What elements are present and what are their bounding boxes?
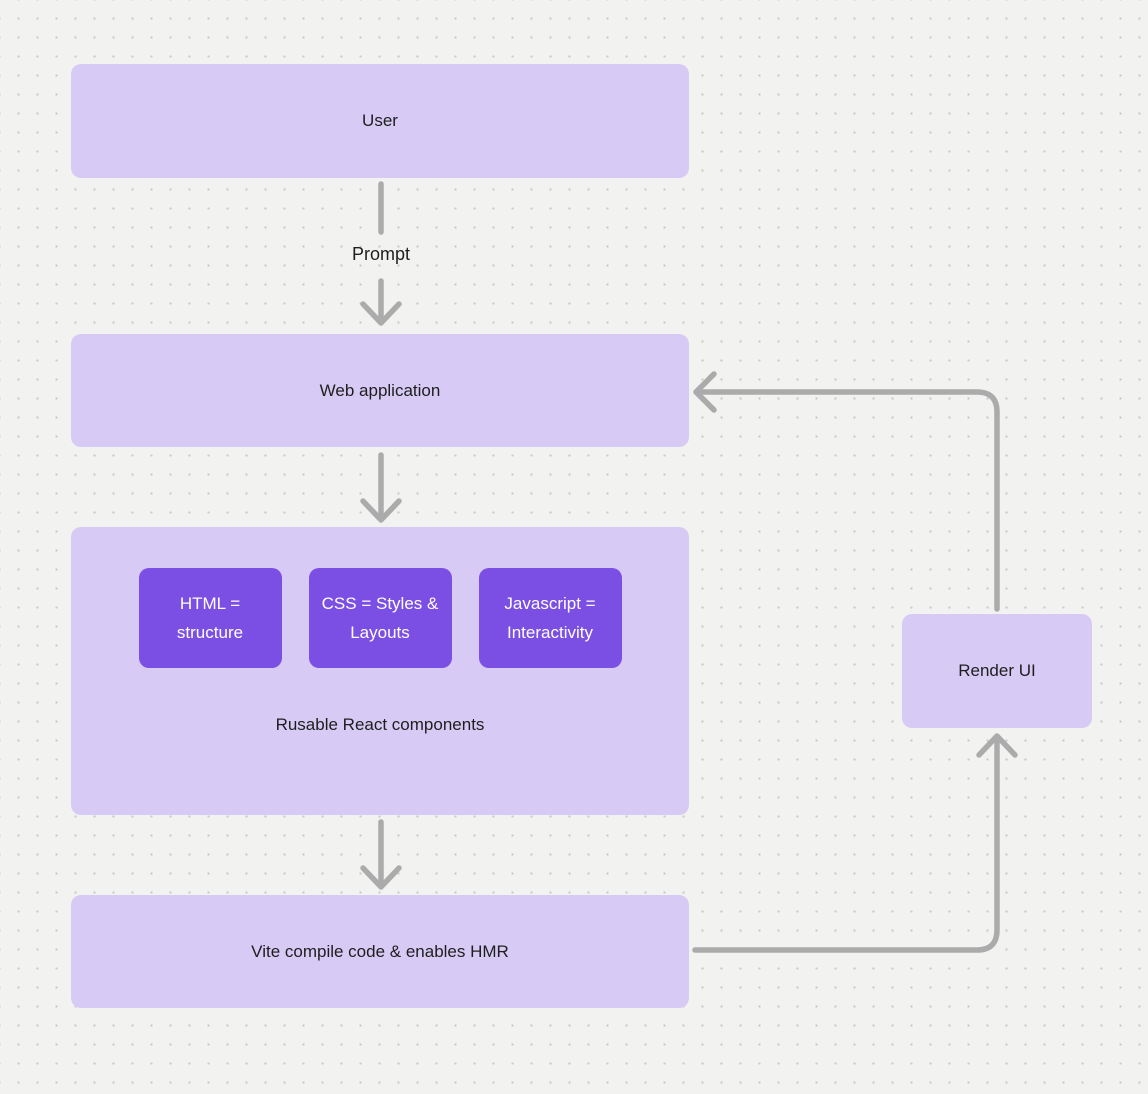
node-vite: Vite compile code & enables HMR [71, 895, 689, 1008]
node-user-label: User [362, 111, 398, 130]
arrowhead-down-vite [360, 865, 402, 890]
node-render-ui: Render UI [902, 614, 1092, 728]
arrowhead-left-webapp [693, 371, 717, 413]
node-html-label: HTML = structure [176, 594, 244, 642]
node-css: CSS = Styles & Layouts [308, 568, 452, 668]
components-row: HTML = structure CSS = Styles & Layouts … [71, 568, 689, 668]
node-css-label: CSS = Styles & Layouts [321, 594, 439, 642]
node-web-application-label: Web application [319, 380, 441, 400]
edge-vite-to-renderui [692, 737, 1000, 953]
edge-renderui-to-webapp [697, 389, 1000, 612]
edge-prompt-label: Prompt [351, 244, 411, 264]
components-caption: Rusable React components [275, 715, 485, 734]
node-user: User [71, 64, 689, 178]
node-render-ui-label: Render UI [958, 661, 1036, 680]
node-vite-label: Vite compile code & enables HMR [251, 941, 509, 961]
node-web-application: Web application [71, 334, 689, 447]
arrowhead-down-webapp [360, 301, 402, 326]
arrowhead-down-components [360, 498, 402, 523]
node-html: HTML = structure [138, 568, 282, 668]
node-javascript-label: Javascript = Interactivity [504, 594, 596, 642]
arrowhead-up-renderui [976, 733, 1018, 758]
node-components-group: HTML = structure CSS = Styles & Layouts … [71, 527, 689, 815]
node-javascript: Javascript = Interactivity [478, 568, 622, 668]
